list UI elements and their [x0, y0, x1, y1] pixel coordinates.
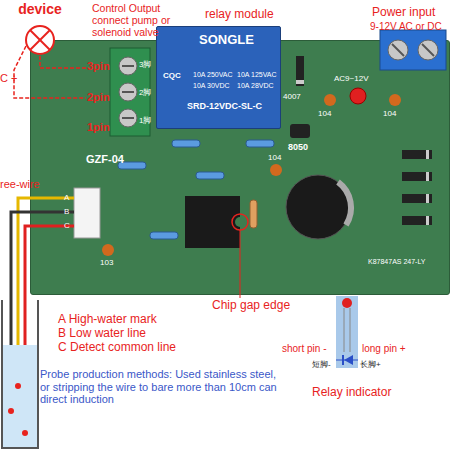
sensor-connector: [74, 188, 100, 238]
relay-module: SONGLE CQC 10A 250VAC 10A 125VAC 10A 30VDC 10…: [156, 26, 281, 129]
silk-transistor: 8050: [288, 142, 308, 152]
diode-band: [426, 216, 429, 225]
silk-capacitor: 104: [318, 109, 331, 118]
diode-symbol: [402, 172, 432, 181]
pin-letter: C: [64, 221, 70, 230]
silk-capacitor: 104: [268, 153, 281, 162]
probe-note: Probe production methods: Used stainless…: [40, 368, 280, 406]
power-title: Power input: [372, 6, 435, 20]
diode-band: [426, 150, 429, 159]
terminal-screw: [119, 83, 137, 101]
relay-title: relay module: [205, 8, 274, 22]
transistor-symbol: [290, 124, 310, 138]
pin-note-cn: 短脚-: [312, 360, 331, 369]
resistor-symbol: [150, 232, 178, 239]
screw-slot: [422, 44, 434, 56]
relay-rating: 10A 28VDC: [237, 82, 274, 90]
resistor-symbol: [246, 140, 274, 147]
board-model: GZF-04: [86, 153, 124, 166]
indicator-title: Relay indicator: [312, 386, 391, 400]
terminal-screw: [418, 40, 438, 60]
device-lamp: device: [24, 24, 56, 56]
led-lead: [344, 308, 345, 352]
output-note: Control Output connect pump or solenoid …: [92, 2, 184, 38]
tank-outline: [2, 300, 38, 448]
screw-slot: [122, 91, 134, 93]
pin-label: 2pin: [87, 91, 110, 104]
resistor-symbol: [250, 200, 257, 228]
pin-letter: B: [64, 207, 69, 216]
lamp-cross: [30, 30, 50, 50]
ceramic-capacitor: [389, 94, 401, 106]
led-strip: [336, 296, 358, 368]
chip-notch: [235, 217, 245, 227]
silk-pin: 1脚: [139, 116, 151, 125]
ceramic-capacitor: [324, 94, 336, 106]
supply-label: C +: [0, 72, 17, 85]
probe-tip: [15, 383, 21, 389]
led-symbol: [350, 88, 366, 104]
power-terminal-block: [380, 30, 446, 70]
capacitor-marking: K87847AS 247-LY: [368, 258, 438, 266]
lamp-cross: [30, 30, 50, 50]
lamp-outline: [24, 24, 56, 56]
power-spec: 9-12V AC or DC: [370, 21, 442, 33]
silk-capacitor: 103: [100, 258, 113, 267]
resistor-symbol: [196, 172, 224, 179]
water-tank: [2, 300, 38, 448]
diode-symbol: [402, 216, 432, 225]
chip-note: Chip gap edge: [212, 299, 290, 313]
diode-symbol: [402, 194, 432, 203]
probe-tip: [8, 408, 14, 414]
silk-pin: 2脚: [139, 88, 151, 97]
ceramic-capacitor: [270, 164, 282, 176]
relay-model: SRD-12VDC-SL-C: [187, 101, 262, 111]
diode-band: [426, 172, 429, 181]
cert-mark: CQC: [163, 71, 181, 80]
screw-slot: [122, 117, 134, 119]
terminal-screw: [119, 57, 137, 75]
terminal-body: [380, 30, 446, 70]
diode-band: [426, 194, 429, 203]
terminal-screw: [388, 40, 408, 60]
screw-slot: [392, 44, 404, 56]
silk-diode: 4007: [283, 92, 301, 101]
diode-symbol: [296, 56, 304, 86]
relay-rating: 10A 30VDC: [193, 82, 230, 90]
pin-note-cn: 长脚+: [360, 360, 381, 369]
resistor-symbol: [172, 140, 200, 147]
diode-line: [336, 360, 358, 361]
probe-legend: B Low water line: [58, 327, 146, 341]
led-indicator: [336, 296, 358, 368]
lamp-circle: [26, 26, 54, 54]
ceramic-capacitor: [102, 244, 114, 256]
pin-note: short pin -: [282, 343, 326, 355]
wire-note: ree-wire: [0, 178, 40, 191]
pin-note: long pin +: [362, 343, 406, 355]
relay-brand: SONGLE: [199, 33, 254, 48]
probe-legend: C Detect common line: [58, 341, 176, 355]
led-lead: [350, 308, 351, 352]
pin-label: 1pin: [87, 121, 110, 134]
diode-symbol: [402, 150, 432, 159]
silk-capacitor: 104: [383, 109, 396, 118]
leader-line: [240, 230, 241, 298]
pin-letter: A: [64, 193, 69, 202]
water-fill: [2, 345, 38, 448]
terminal-screw: [119, 109, 137, 127]
device-label: device: [2, 1, 78, 17]
silk-pin: 3脚: [139, 60, 151, 69]
relay-rating: 10A 125VAC: [237, 71, 277, 79]
relay-rating: 10A 250VAC: [193, 71, 233, 79]
probe-legend: A High-water mark: [58, 313, 157, 327]
probe-tip: [22, 430, 28, 436]
pin-label: 3pin: [87, 60, 110, 73]
screw-slot: [122, 65, 134, 67]
diode-band: [296, 80, 304, 84]
led-symbol: [342, 298, 352, 308]
silk-power: AC9~12V: [334, 74, 368, 83]
